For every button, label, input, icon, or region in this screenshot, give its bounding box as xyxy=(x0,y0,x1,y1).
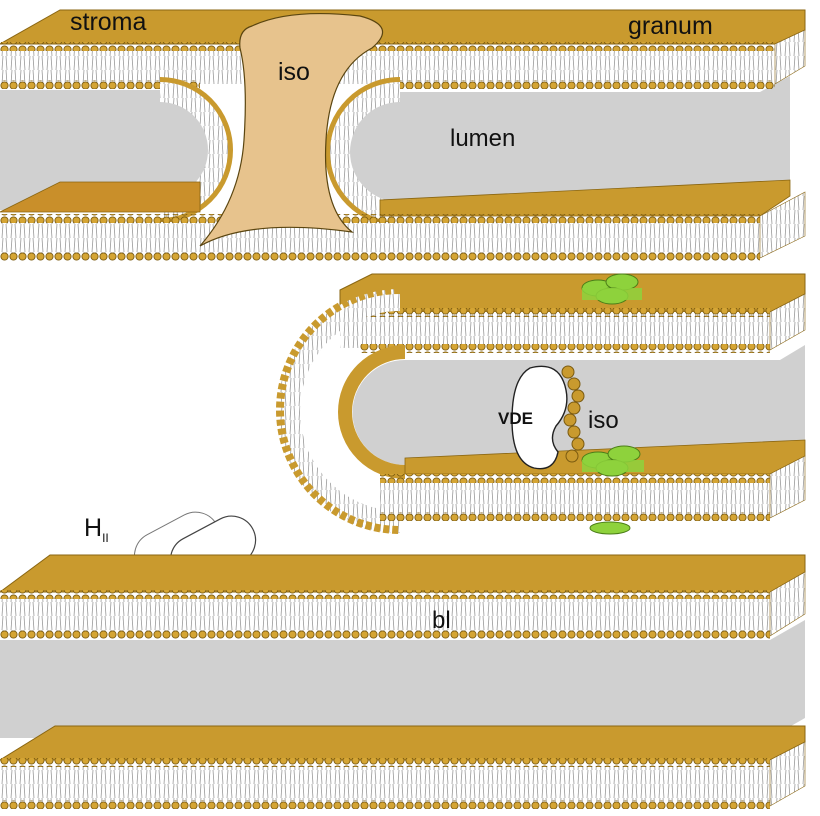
protein-complex-bottom xyxy=(581,445,644,535)
iso-label-middle: iso xyxy=(588,407,619,434)
middle-membrane-system: VDE iso xyxy=(276,273,806,535)
vde-label: VDE xyxy=(498,409,533,428)
bottom-lower-surface xyxy=(0,725,806,761)
middle-top-surface xyxy=(339,273,806,313)
granum-label: granum xyxy=(628,12,713,40)
iso-structure-middle xyxy=(561,365,585,463)
stroma-label: stroma xyxy=(70,8,147,36)
iso-domain-top xyxy=(199,12,384,247)
bl-label: bl xyxy=(432,607,451,634)
hii-label: HII xyxy=(84,514,109,545)
top-right-lumen xyxy=(340,76,790,212)
protein-complex-top xyxy=(581,273,642,305)
bottom-lumen xyxy=(0,620,805,738)
iso-label-top: iso xyxy=(278,58,310,86)
hii-label-subscript: II xyxy=(102,531,109,545)
top-left-lumen xyxy=(0,90,220,210)
middle-u-fold-outer xyxy=(278,289,401,533)
left-floor-surface xyxy=(0,181,201,213)
lumen-label: lumen xyxy=(450,125,515,152)
hii-label-main: H xyxy=(84,514,102,542)
vde-enzyme xyxy=(511,365,568,470)
top-membrane-system: stroma granum iso lumen xyxy=(0,8,806,261)
middle-u-fold-inner xyxy=(338,345,406,479)
bottom-membrane-system: HII bl xyxy=(0,511,806,809)
right-floor-surface xyxy=(379,179,791,217)
bottom-top-surface xyxy=(0,554,806,593)
